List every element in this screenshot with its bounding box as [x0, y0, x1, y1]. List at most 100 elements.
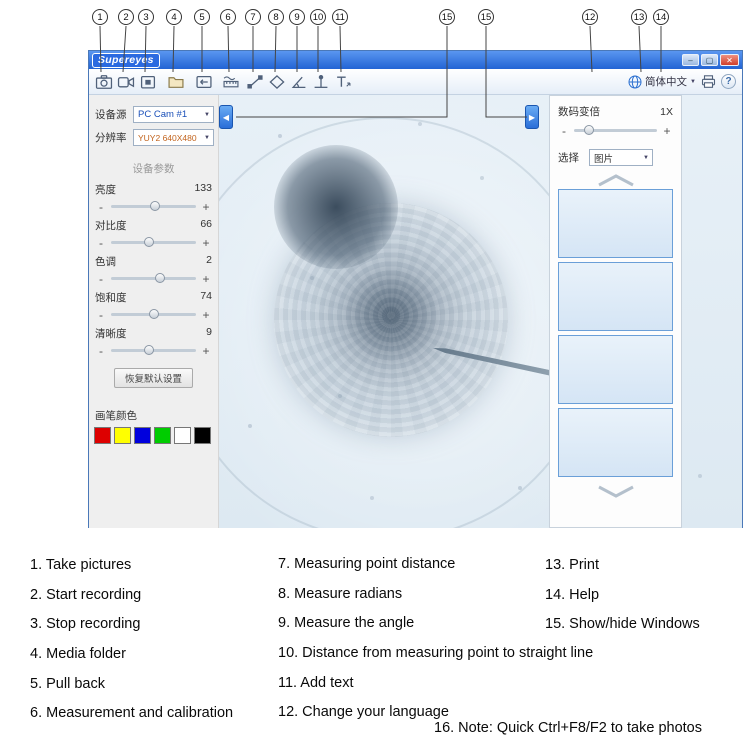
scroll-up-icon[interactable] [596, 174, 636, 187]
resolution-value: YUY2 640X480 [138, 132, 197, 143]
help-button[interactable]: ? [721, 74, 736, 89]
hide-right-panel-button[interactable]: ▶ [525, 105, 539, 129]
digital-zoom-label: 数码变倍 [558, 106, 600, 118]
slider-thumb[interactable] [144, 237, 155, 247]
slider-thumb[interactable] [144, 345, 155, 355]
close-button[interactable]: ✕ [720, 54, 739, 66]
swatch-black[interactable] [194, 427, 211, 444]
window-controls: – ▢ ✕ [682, 54, 739, 66]
debris-speckles [219, 95, 221, 97]
start-recording-button[interactable] [115, 71, 137, 93]
hide-left-panel-button[interactable]: ◀ [219, 105, 233, 129]
measure-angle-button[interactable] [288, 71, 310, 93]
pull-back-button[interactable] [193, 71, 215, 93]
swatch-yellow[interactable] [114, 427, 131, 444]
resolution-label: 分辨率 [95, 132, 127, 144]
title-bar[interactable]: Supereyes – ▢ ✕ [89, 51, 742, 69]
param-value: 74 [200, 290, 212, 302]
saturation-slider[interactable] [111, 309, 196, 319]
legend-column-1: 1. Take pictures 2. Start recording 3. S… [30, 550, 233, 728]
gallery-thumbnail[interactable] [558, 408, 673, 477]
decrease-button[interactable]: - [99, 343, 103, 358]
decrease-button[interactable]: - [99, 271, 103, 286]
zoom-slider[interactable] [574, 125, 657, 135]
decrease-button[interactable]: - [99, 199, 103, 214]
increase-button[interactable]: + [202, 343, 210, 358]
add-text-button[interactable] [332, 71, 354, 93]
gallery-list [558, 189, 673, 477]
digital-zoom-value: 1X [660, 105, 673, 118]
point-distance-button[interactable] [244, 71, 266, 93]
sharpness-slider[interactable] [111, 345, 196, 355]
legend-item: 7. Measuring point distance [278, 555, 456, 572]
increase-button[interactable]: + [202, 307, 210, 322]
decrease-button[interactable]: - [99, 307, 103, 322]
zoom-gallery-panel: 数码变倍 1X - + 选择 图片 ▼ [549, 95, 682, 528]
maximize-button[interactable]: ▢ [701, 54, 718, 66]
callout-1: 1 [92, 9, 108, 25]
toolbar: 简体中文 ▼ ? [89, 69, 742, 95]
legend-column-2: 7. Measuring point distance 8. Measure r… [278, 549, 593, 727]
gallery-thumbnail[interactable] [558, 189, 673, 258]
point-to-line-distance-button[interactable] [310, 71, 332, 93]
increase-button[interactable]: + [202, 271, 210, 286]
legend-item: 3. Stop recording [30, 616, 141, 633]
cell-core [274, 145, 398, 269]
print-button[interactable] [699, 71, 718, 93]
resolution-select[interactable]: YUY2 640X480 ▼ [133, 129, 214, 146]
perpendicular-icon [314, 74, 328, 88]
measure-radians-button[interactable] [266, 71, 288, 93]
zoom-increase-button[interactable]: + [663, 123, 671, 138]
video-camera-icon [117, 76, 135, 87]
slider-thumb[interactable] [583, 125, 594, 135]
callout-8: 8 [268, 9, 284, 25]
pull-back-icon [196, 75, 212, 88]
legend-item: 1. Take pictures [30, 556, 132, 573]
minimize-button[interactable]: – [682, 54, 699, 66]
param-label: 对比度 [95, 220, 127, 232]
param-label: 清晰度 [95, 328, 127, 340]
swatch-green[interactable] [154, 427, 171, 444]
printer-icon [701, 75, 716, 88]
hue-slider[interactable] [111, 273, 196, 283]
legend-item: 8. Measure radians [278, 585, 403, 602]
zoom-decrease-button[interactable]: - [562, 123, 566, 138]
take-pictures-button[interactable] [93, 71, 115, 93]
swatch-red[interactable] [94, 427, 111, 444]
gallery-thumbnail[interactable] [558, 262, 673, 331]
swatch-blue[interactable] [134, 427, 151, 444]
legend-note: 16. Note: Quick Ctrl+F8/F2 to take photo… [434, 720, 702, 736]
decrease-button[interactable]: - [99, 235, 103, 250]
measurement-calibration-button[interactable] [220, 71, 242, 93]
param-contrast: 对比度 66 - + [89, 214, 218, 250]
callout-14: 14 [653, 9, 669, 25]
legend-item: 14. Help [545, 586, 600, 603]
scroll-down-icon[interactable] [596, 485, 636, 498]
restore-defaults-button[interactable]: 恢复默认设置 [113, 368, 193, 388]
callout-12: 12 [582, 9, 598, 25]
param-brightness: 亮度 133 - + [89, 178, 218, 214]
language-selector[interactable]: 简体中文 [645, 76, 688, 88]
device-source-select[interactable]: PC Cam #1 ▼ [133, 106, 214, 123]
folder-icon [168, 76, 184, 88]
media-type-select[interactable]: 图片 ▼ [589, 149, 653, 166]
callout-13: 13 [631, 9, 647, 25]
chevron-down-icon[interactable]: ▼ [690, 78, 696, 85]
increase-button[interactable]: + [202, 235, 210, 250]
brightness-slider[interactable] [111, 201, 196, 211]
increase-button[interactable]: + [202, 199, 210, 214]
contrast-slider[interactable] [111, 237, 196, 247]
callout-15-right: 15 [478, 9, 494, 25]
point-distance-icon [247, 74, 263, 89]
callout-15-left: 15 [439, 9, 455, 25]
param-value: 9 [206, 326, 212, 338]
media-type-value: 图片 [594, 153, 614, 165]
slider-thumb[interactable] [155, 273, 166, 283]
slider-thumb[interactable] [148, 309, 159, 319]
stop-recording-button[interactable] [137, 71, 159, 93]
gallery-thumbnail[interactable] [558, 335, 673, 404]
swatch-white[interactable] [174, 427, 191, 444]
slider-thumb[interactable] [150, 201, 161, 211]
media-folder-button[interactable] [165, 71, 187, 93]
